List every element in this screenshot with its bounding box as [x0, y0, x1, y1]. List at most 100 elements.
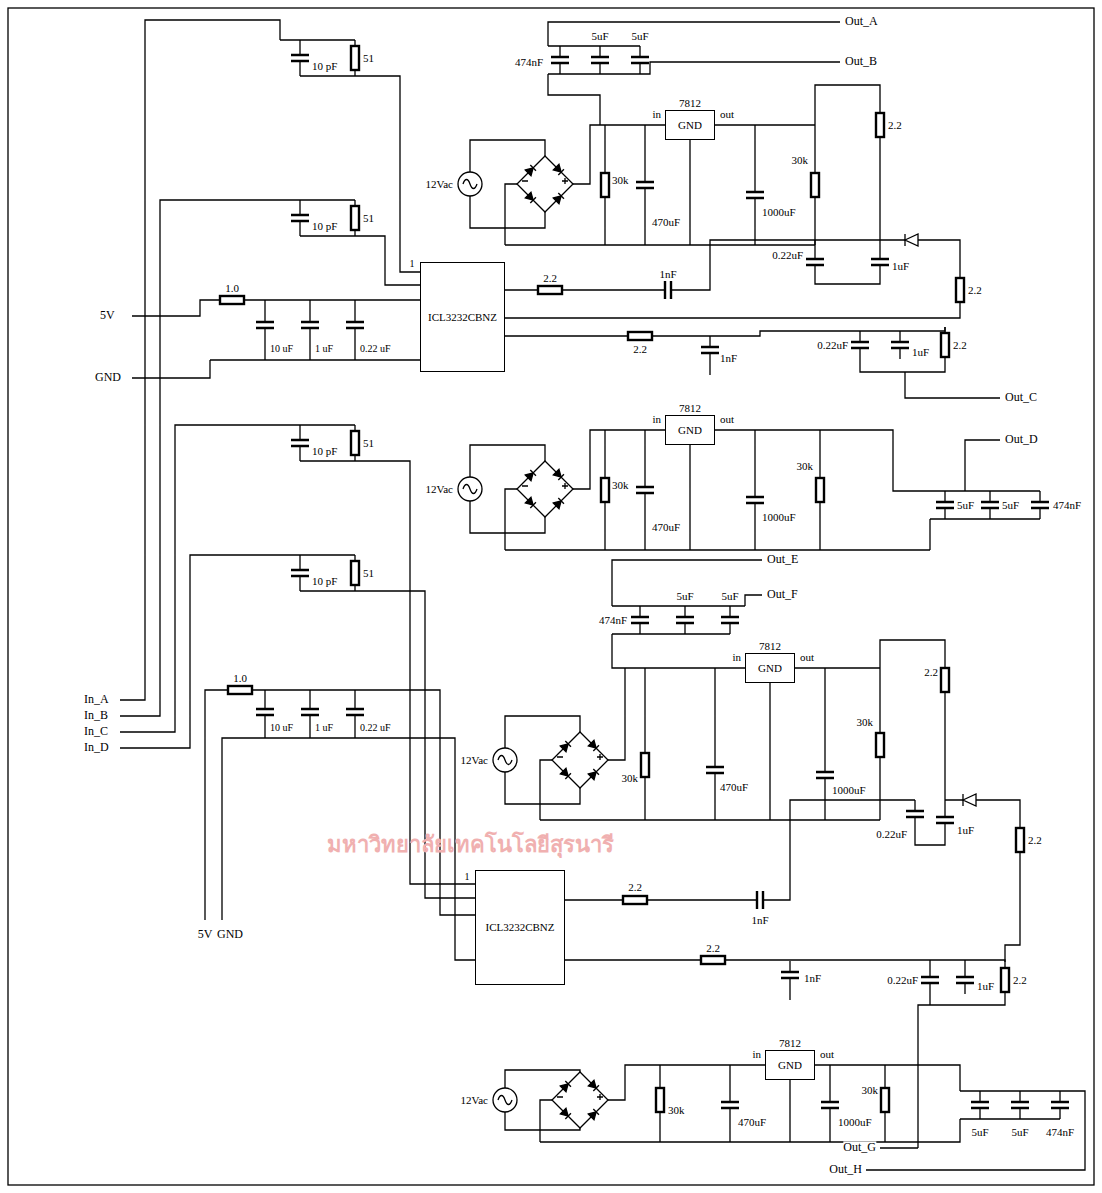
diode-symbol	[963, 794, 976, 806]
resistor-symbol	[1016, 822, 1024, 858]
component-value: 2.2	[543, 272, 557, 284]
resistor-symbol	[876, 727, 884, 763]
resistor-symbol	[532, 286, 568, 294]
resistor-symbol	[214, 296, 250, 304]
signal-name: Out_E	[767, 553, 798, 566]
component-value: 2.2	[628, 881, 642, 893]
component-value: 5uF	[676, 590, 693, 602]
resistor-symbol	[617, 896, 653, 904]
resistor-symbol	[601, 472, 609, 508]
component-value: 10 pF	[312, 445, 337, 457]
component-value: 10 pF	[312, 575, 337, 587]
wire	[505, 560, 1020, 962]
component-value: 10 uF	[270, 722, 293, 733]
capacitor-symbol	[1051, 1091, 1069, 1119]
component-value: 0.22uF	[876, 828, 907, 840]
wire	[565, 800, 1005, 1148]
capacitor-symbol	[1031, 491, 1049, 519]
component-value: 30k	[797, 460, 814, 472]
component-value: 1.0	[225, 282, 239, 294]
component-value: 5uF	[957, 499, 974, 511]
capacitor-symbol	[746, 891, 774, 909]
capacitor-symbol	[936, 806, 954, 834]
resistor-symbol	[601, 167, 609, 203]
pin-label: out	[820, 1048, 834, 1060]
component-value: 1000uF	[762, 511, 796, 523]
pin-label: out	[720, 413, 734, 425]
component-value: 0.22 uF	[360, 722, 391, 733]
resistor-symbol	[816, 472, 824, 508]
chip-name: ICL3232CBNZ	[428, 311, 497, 323]
capacitor-symbol	[936, 491, 954, 519]
capacitor-symbol	[906, 800, 924, 828]
component-value: 2.2	[953, 339, 967, 351]
component-value: 1nF	[720, 352, 737, 364]
capacitor-symbol	[721, 606, 739, 634]
capacitor-symbol	[981, 491, 999, 519]
bridge-rectifier-symbol	[552, 732, 608, 788]
bridge-rectifier-symbol	[552, 1072, 608, 1128]
capacitor-symbol	[291, 559, 309, 587]
component-value: 1000uF	[832, 784, 866, 796]
component-value: 470uF	[738, 1116, 766, 1128]
capacitor-symbol	[921, 966, 939, 994]
ac-source-symbol	[493, 748, 517, 772]
capacitor-symbol	[291, 204, 309, 232]
component-value: 1uF	[977, 980, 994, 992]
pin-label: out	[720, 108, 734, 120]
signal-name: 5V	[198, 928, 213, 941]
resistor-symbol	[1001, 962, 1009, 998]
capacitor-symbol	[721, 1091, 739, 1119]
capacitor-symbol	[1011, 1091, 1029, 1119]
resistor-symbol	[351, 40, 359, 76]
pin-name: GND	[678, 424, 702, 436]
regulator-box: 7812GND	[665, 415, 715, 445]
chip-name: ICL3232CBNZ	[485, 921, 554, 933]
component-value: 2.2	[633, 343, 647, 355]
ic-chip: ICL3232CBNZ	[475, 870, 565, 985]
component-value: 5uF	[1011, 1126, 1028, 1138]
component-value: 1uF	[892, 260, 909, 272]
capacitor-symbol	[676, 606, 694, 634]
resistor-symbol	[881, 1082, 889, 1118]
wire	[205, 690, 475, 960]
component-value: 470uF	[720, 781, 748, 793]
component-value: 5uF	[971, 1126, 988, 1138]
signal-name: In_B	[84, 709, 108, 722]
signal-name: GND	[95, 371, 121, 384]
resistor-symbol	[641, 747, 649, 783]
signal-name: In_A	[84, 693, 109, 706]
wire	[470, 430, 1040, 550]
component-value: 2.2	[888, 119, 902, 131]
capacitor-symbol	[701, 336, 719, 364]
wire	[470, 22, 880, 248]
resistor-symbol	[941, 327, 949, 363]
bridge-rectifier-symbol	[517, 461, 573, 517]
pin-name: GND	[778, 1059, 802, 1071]
capacitor-symbol	[636, 171, 654, 199]
component-value: 51	[363, 437, 374, 449]
component-value: 10 uF	[270, 343, 293, 354]
ac-source-symbol	[458, 172, 482, 196]
part-number: 7812	[679, 402, 701, 414]
resistor-symbol	[351, 425, 359, 461]
component-value: 5uF	[721, 590, 738, 602]
signal-name: Out_G	[843, 1141, 876, 1154]
component-value: 1000uF	[762, 206, 796, 218]
resistor-symbol	[222, 686, 258, 694]
signal-name: Out_C	[1005, 391, 1037, 404]
component-value: 1nF	[804, 972, 821, 984]
capacitor-symbol	[746, 181, 764, 209]
component-value: 0.22uF	[817, 339, 848, 351]
component-value: 1uF	[912, 346, 929, 358]
capacitor-symbol	[631, 606, 649, 634]
part-number: 7812	[779, 1037, 801, 1049]
component-value: 474nF	[599, 614, 627, 626]
component-value: 30k	[622, 772, 639, 784]
component-value: 1 uF	[315, 722, 333, 733]
wire	[505, 1065, 1085, 1170]
component-value: 1nF	[751, 914, 768, 926]
component-value: 12Vac	[461, 754, 489, 766]
capacitor-symbol	[291, 44, 309, 72]
